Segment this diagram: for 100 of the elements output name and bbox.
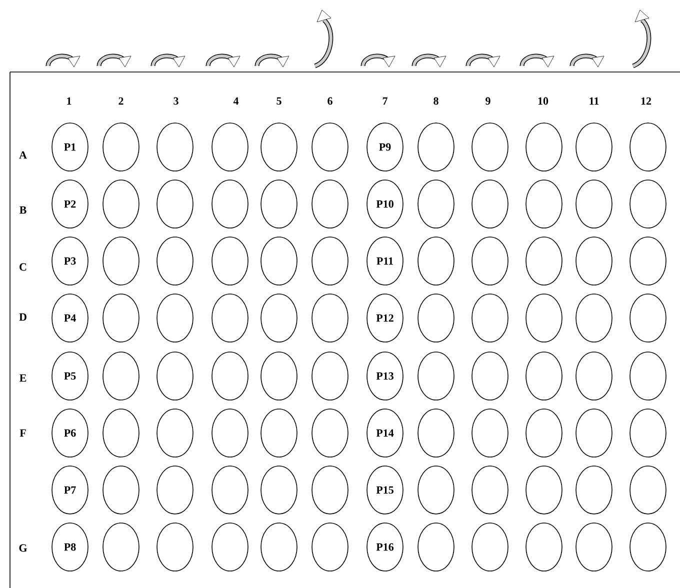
empty-well	[312, 466, 348, 514]
empty-well	[526, 466, 562, 514]
sample-well: P8	[52, 522, 88, 572]
empty-well	[312, 522, 348, 572]
sample-well: P13	[366, 352, 404, 400]
empty-well	[212, 236, 248, 286]
empty-well	[526, 122, 562, 172]
empty-well	[212, 466, 248, 514]
empty-well	[260, 294, 298, 342]
empty-well	[472, 466, 508, 514]
empty-well	[472, 522, 508, 572]
column-number: 6	[328, 97, 332, 105]
empty-well	[212, 408, 248, 458]
empty-well	[102, 352, 140, 400]
sample-well: P4	[52, 294, 88, 342]
empty-well	[260, 522, 298, 572]
empty-well	[630, 122, 666, 172]
empty-well	[630, 236, 666, 286]
column-number: 12	[641, 97, 652, 105]
sample-well: P1	[52, 122, 88, 172]
empty-well	[102, 236, 140, 286]
empty-well	[418, 408, 454, 458]
empty-well	[260, 352, 298, 400]
empty-well	[576, 408, 612, 458]
empty-well	[526, 352, 562, 400]
empty-well	[576, 522, 612, 572]
empty-well	[212, 180, 248, 228]
empty-well	[526, 294, 562, 342]
empty-well	[472, 180, 508, 228]
empty-well	[102, 122, 140, 172]
empty-well	[260, 236, 298, 286]
empty-well	[630, 294, 666, 342]
empty-well	[156, 408, 194, 458]
sample-well: P3	[52, 236, 88, 286]
row-letter: G	[19, 544, 27, 552]
empty-well	[156, 236, 194, 286]
empty-well	[418, 294, 454, 342]
sample-well: P2	[52, 180, 88, 228]
sample-well: P10	[366, 180, 404, 228]
empty-well	[418, 466, 454, 514]
empty-well	[102, 466, 140, 514]
row-letter: C	[20, 263, 26, 271]
column-number: 11	[590, 97, 599, 105]
column-number: 4	[233, 97, 239, 105]
empty-well	[156, 180, 194, 228]
empty-well	[260, 180, 298, 228]
empty-well	[576, 236, 612, 286]
sample-well: P16	[366, 522, 404, 572]
row-letter: E	[20, 374, 26, 382]
empty-well	[312, 236, 348, 286]
sample-well: P12	[366, 294, 404, 342]
empty-well	[576, 352, 612, 400]
empty-well	[156, 352, 194, 400]
empty-well	[630, 352, 666, 400]
column-number: 9	[486, 97, 490, 105]
empty-well	[526, 522, 562, 572]
row-letter: D	[19, 313, 26, 321]
empty-well	[156, 122, 194, 172]
empty-well	[312, 352, 348, 400]
empty-well	[418, 122, 454, 172]
sample-well: P14	[366, 408, 404, 458]
empty-well	[576, 122, 612, 172]
empty-well	[418, 236, 454, 286]
empty-well	[418, 522, 454, 572]
empty-well	[156, 294, 194, 342]
empty-well	[102, 180, 140, 228]
column-number: 1	[67, 97, 72, 105]
column-number: 10	[538, 97, 548, 105]
empty-well	[418, 352, 454, 400]
empty-well	[102, 294, 140, 342]
empty-well	[526, 236, 562, 286]
empty-well	[526, 408, 562, 458]
empty-well	[156, 522, 194, 572]
row-letter: F	[20, 429, 26, 437]
column-number: 2	[118, 97, 124, 105]
empty-well	[576, 466, 612, 514]
row-letter: A	[19, 151, 27, 159]
empty-well	[102, 522, 140, 572]
sample-well: P11	[366, 236, 404, 286]
empty-well	[156, 466, 194, 514]
column-number: 8	[434, 97, 438, 105]
empty-well	[212, 122, 248, 172]
empty-well	[260, 466, 298, 514]
empty-well	[526, 180, 562, 228]
empty-well	[312, 408, 348, 458]
column-number: 7	[382, 97, 388, 105]
empty-well	[630, 180, 666, 228]
sample-well: P9	[366, 122, 404, 172]
column-number: 5	[276, 97, 282, 105]
empty-well	[212, 352, 248, 400]
empty-well	[312, 122, 348, 172]
empty-well	[212, 294, 248, 342]
empty-well	[630, 522, 666, 572]
empty-well	[212, 522, 248, 572]
column-number: 3	[174, 97, 178, 105]
empty-well	[102, 408, 140, 458]
empty-well	[312, 294, 348, 342]
empty-well	[630, 408, 666, 458]
sample-well: P15	[366, 466, 404, 514]
empty-well	[260, 122, 298, 172]
